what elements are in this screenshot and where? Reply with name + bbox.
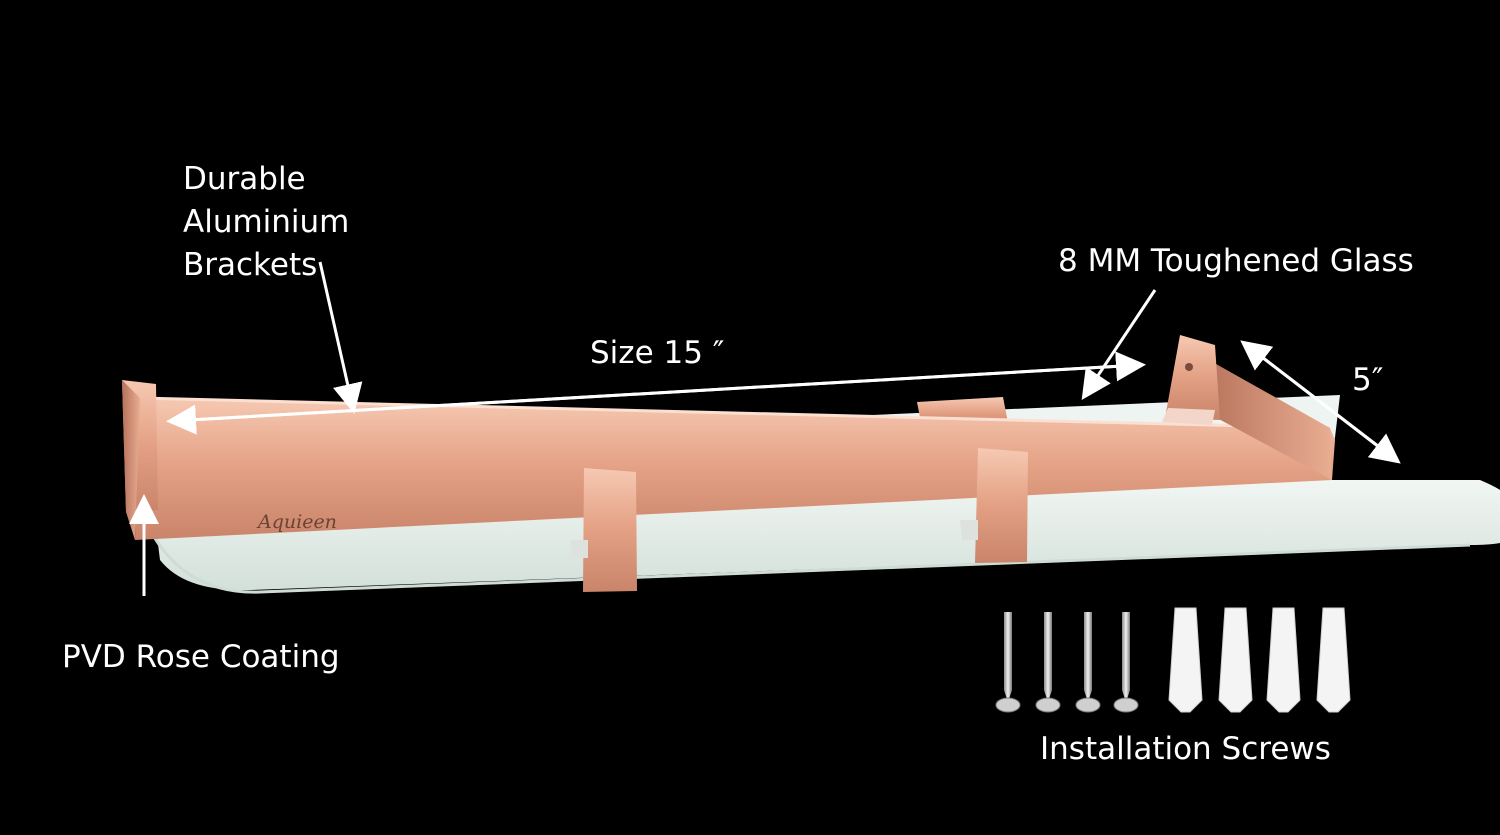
glass-pointer-arrow (1081, 289, 1157, 400)
screw (1075, 612, 1101, 713)
brackets-label-line3: Brackets (183, 246, 318, 283)
screw (995, 612, 1021, 713)
wall-plug (1218, 607, 1253, 713)
brackets-label-line1: Durable (183, 161, 306, 197)
wall-plug (1316, 607, 1351, 713)
wall-plugs-group (1168, 607, 1351, 713)
screw (1113, 612, 1139, 713)
glass-label: 8 MM Toughened Glass (1058, 243, 1414, 279)
screws-group (995, 612, 1139, 713)
wall-plug (1266, 607, 1301, 713)
screw (1035, 612, 1061, 713)
length-label: Size 15 ″ (590, 335, 725, 371)
wall-plug (1168, 607, 1203, 713)
brackets-label: Durable Aluminium Brackets (183, 158, 349, 286)
rose-gold-rail (122, 335, 1335, 592)
depth-dimension-arrow (1240, 340, 1401, 464)
screws-label: Installation Screws (1040, 731, 1331, 767)
brackets-label-line2: Aluminium (183, 203, 350, 240)
coating-label: PVD Rose Coating (62, 639, 340, 675)
brand-mark: Aquieen (256, 511, 337, 533)
brackets-pointer-arrow (318, 261, 363, 414)
depth-label: 5″ (1352, 362, 1384, 398)
